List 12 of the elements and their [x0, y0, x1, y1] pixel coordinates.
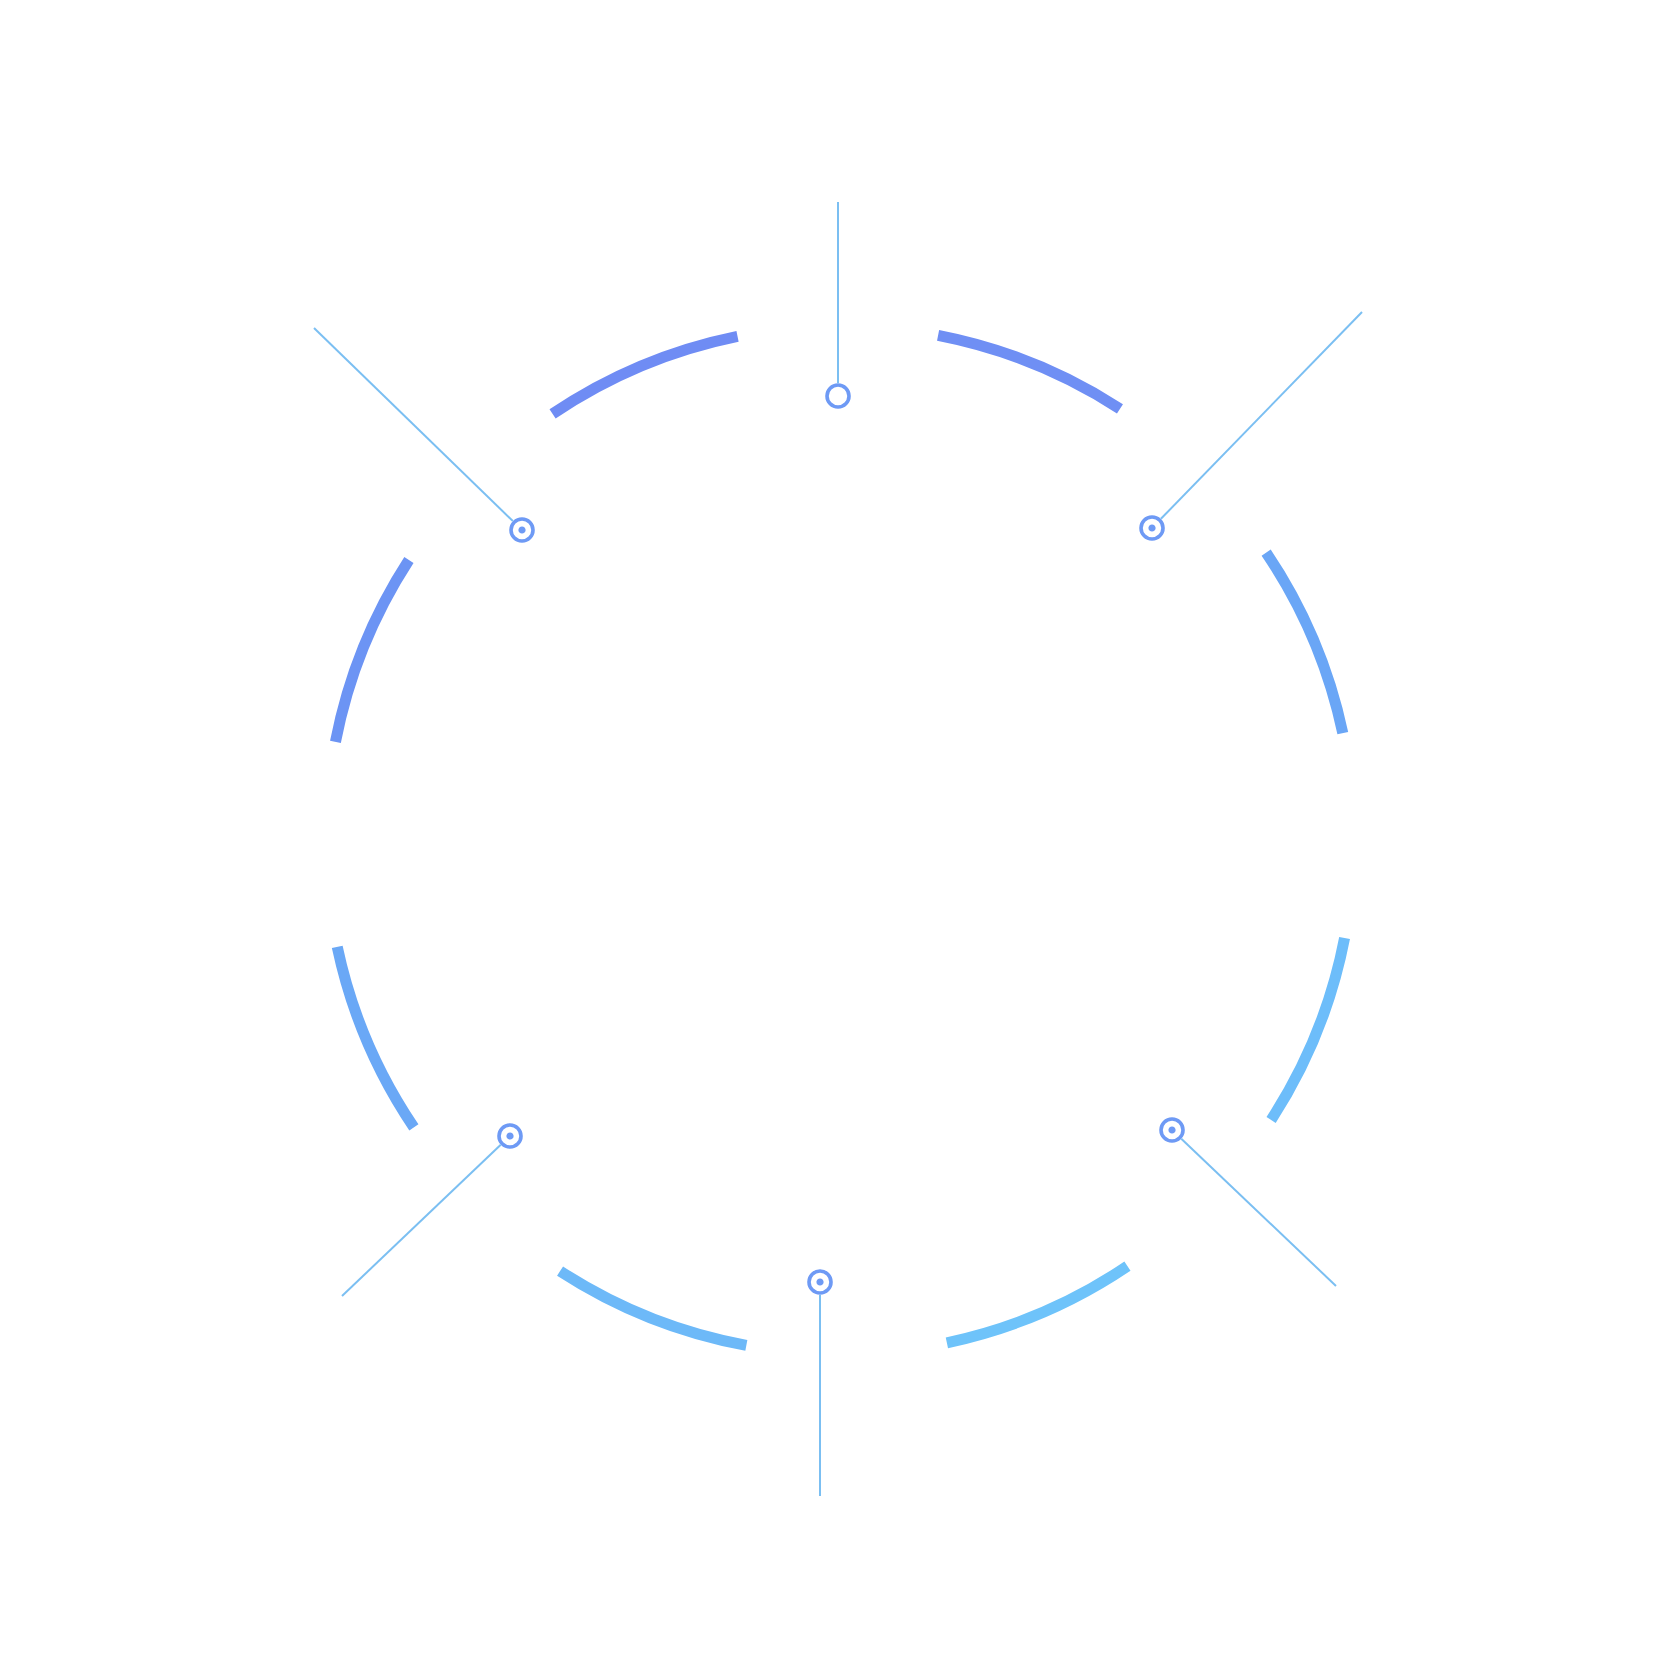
- marker-circle: [1139, 515, 1165, 541]
- leader-line: [819, 1293, 821, 1497]
- leader-line: [1159, 311, 1363, 520]
- marker-circle: [825, 383, 851, 409]
- leader-line: [313, 327, 514, 523]
- marker-circle: [807, 1269, 833, 1295]
- marker-circle: [497, 1123, 523, 1149]
- marker-circle: [509, 517, 535, 543]
- leader-line: [1180, 1137, 1337, 1287]
- leader-line: [341, 1143, 502, 1297]
- marker-circle: [1159, 1117, 1185, 1143]
- leader-line: [837, 201, 839, 385]
